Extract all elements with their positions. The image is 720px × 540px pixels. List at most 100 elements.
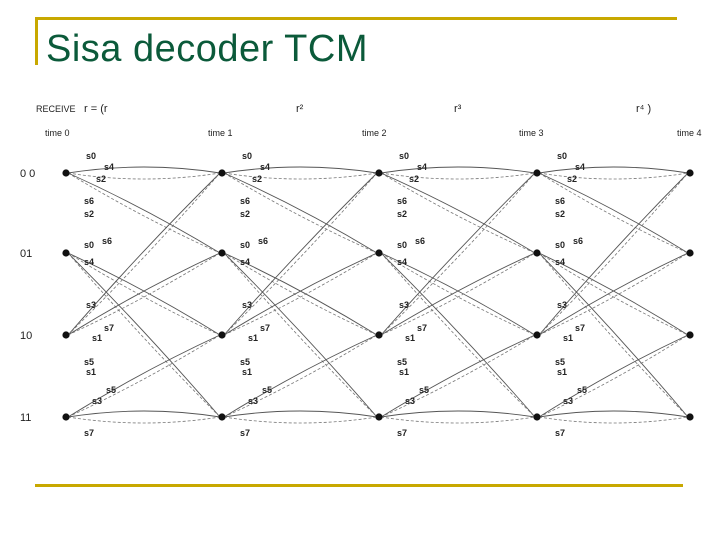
branch-label: s2 xyxy=(409,174,419,184)
branch-label: s1 xyxy=(563,333,573,343)
branch-label: s6 xyxy=(415,236,425,246)
branch-dashed xyxy=(380,252,536,336)
branch-label: s1 xyxy=(86,367,96,377)
branch-solid xyxy=(223,172,378,336)
branch-label: s0 xyxy=(240,240,250,250)
branch-label: s3 xyxy=(86,300,96,310)
branch-dashed xyxy=(223,252,378,418)
branch-solid xyxy=(67,334,221,418)
branch-solid xyxy=(538,172,689,336)
branch-label: s2 xyxy=(252,174,262,184)
branch-solid xyxy=(223,334,378,418)
receive-label: RECEIVE xyxy=(36,104,76,114)
branch-dashed xyxy=(380,334,536,418)
branch-dashed xyxy=(67,172,221,254)
branch-solid xyxy=(538,410,689,418)
branch-label: s4 xyxy=(240,257,250,267)
trellis-node xyxy=(62,169,70,177)
trellis-branches xyxy=(67,166,689,424)
branch-label: s5 xyxy=(84,357,94,367)
state-label: 11 xyxy=(20,412,31,424)
branch-label: s1 xyxy=(248,333,258,343)
branch-label: s0 xyxy=(397,240,407,250)
branch-label: s1 xyxy=(242,367,252,377)
branch-label: s1 xyxy=(399,367,409,377)
branch-label: s5 xyxy=(419,385,429,395)
branch-dashed xyxy=(223,172,378,336)
branch-label: s6 xyxy=(84,196,94,206)
branch-label: s0 xyxy=(555,240,565,250)
trellis-node xyxy=(62,331,70,339)
branch-label: s0 xyxy=(84,240,94,250)
branch-label: s7 xyxy=(104,323,114,333)
branch-dashed xyxy=(67,172,221,180)
branch-dashed xyxy=(223,334,378,418)
trellis-node xyxy=(533,331,541,339)
time-label: time 3 xyxy=(519,128,544,138)
branch-solid xyxy=(380,410,536,418)
branch-dashed xyxy=(67,252,221,418)
branch-dashed xyxy=(380,172,536,336)
branch-label: s4 xyxy=(260,162,270,172)
branch-solid xyxy=(538,172,689,254)
branch-label: s3 xyxy=(557,300,567,310)
branch-dashed xyxy=(380,252,536,418)
branch-solid xyxy=(380,172,536,254)
branch-label: s1 xyxy=(92,333,102,343)
trellis-node xyxy=(686,249,694,257)
trellis-node xyxy=(375,249,383,257)
branch-solid xyxy=(380,252,536,418)
branch-label: s0 xyxy=(399,151,409,161)
branch-label: s0 xyxy=(86,151,96,161)
branch-dashed xyxy=(538,172,689,180)
branch-solid xyxy=(380,172,536,336)
branch-label: s0 xyxy=(242,151,252,161)
state-label: 10 xyxy=(20,330,32,342)
branch-solid xyxy=(538,334,689,418)
branch-solid xyxy=(380,252,536,336)
branch-solid xyxy=(380,334,536,418)
receive-expression: r = (r xyxy=(84,103,108,115)
branch-label: s0 xyxy=(557,151,567,161)
branch-dashed xyxy=(223,172,378,254)
branch-label: s6 xyxy=(555,196,565,206)
branch-label: s6 xyxy=(397,196,407,206)
branch-label: s3 xyxy=(92,396,102,406)
trellis-node xyxy=(533,249,541,257)
state-label: 0 0 xyxy=(20,168,35,180)
branch-label: s3 xyxy=(405,396,415,406)
slide-title: Sisa decoder TCM xyxy=(46,28,368,70)
branch-dashed xyxy=(538,252,689,336)
branch-label: s2 xyxy=(96,174,106,184)
title-left-rule xyxy=(35,17,38,65)
branch-label: s5 xyxy=(240,357,250,367)
branch-solid xyxy=(67,166,221,174)
branch-label: s1 xyxy=(405,333,415,343)
trellis-node xyxy=(218,249,226,257)
branch-solid xyxy=(67,410,221,418)
time-label: time 1 xyxy=(208,128,233,138)
trellis-nodes xyxy=(62,169,694,421)
branch-label: s3 xyxy=(563,396,573,406)
branch-label: s4 xyxy=(397,257,407,267)
bottom-rule xyxy=(35,484,683,487)
branch-dashed xyxy=(223,252,378,336)
state-label: 01 xyxy=(20,248,32,260)
branch-solid xyxy=(223,172,378,254)
branch-label: s1 xyxy=(557,367,567,377)
branch-label: s7 xyxy=(260,323,270,333)
branch-label: s3 xyxy=(399,300,409,310)
branch-solid xyxy=(67,172,221,254)
branch-dashed xyxy=(538,252,689,418)
branch-label: s7 xyxy=(417,323,427,333)
branch-dashed xyxy=(223,416,378,424)
branch-label: s4 xyxy=(555,257,565,267)
received-symbol: r⁴ ) xyxy=(636,103,651,115)
trellis-node xyxy=(62,413,70,421)
branch-label: s5 xyxy=(577,385,587,395)
branch-label: s7 xyxy=(240,428,250,438)
branch-dashed xyxy=(538,172,689,336)
branch-solid xyxy=(223,166,378,174)
branch-label: s6 xyxy=(102,236,112,246)
